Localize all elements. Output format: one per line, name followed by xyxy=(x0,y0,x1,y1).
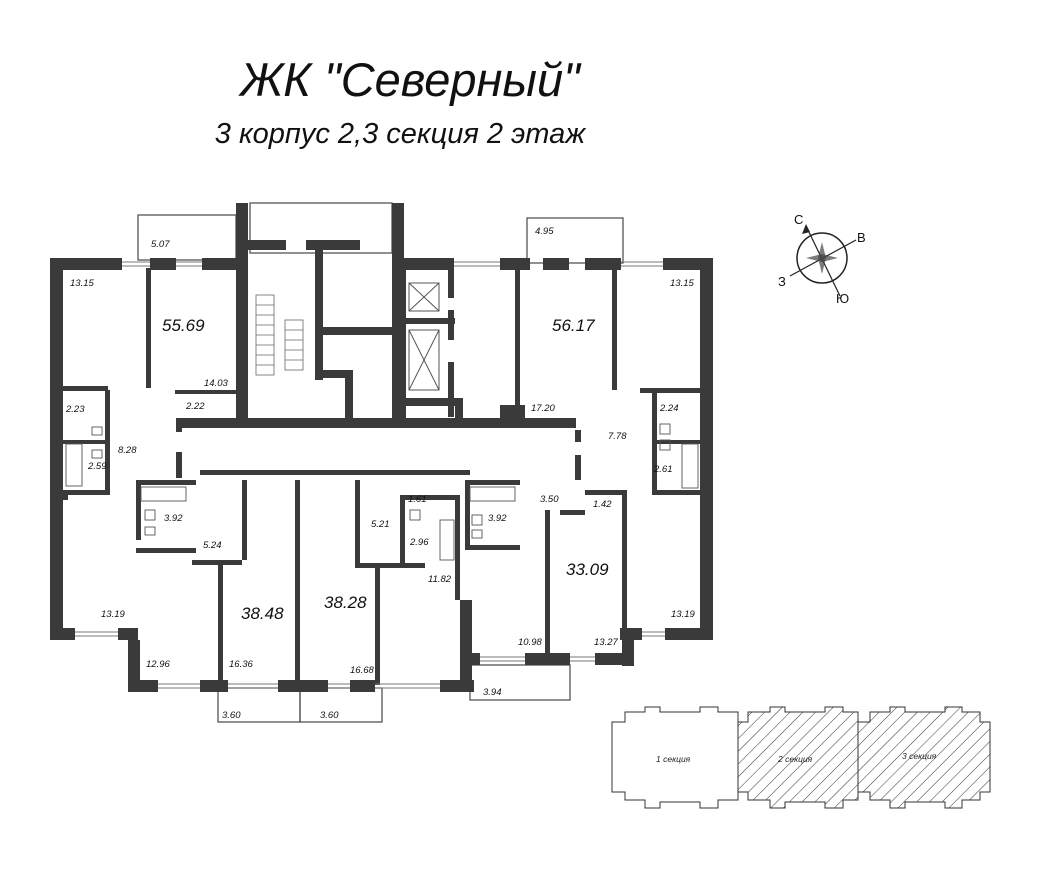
room-area: 3.60 xyxy=(222,710,241,721)
apt-area-56-17: 56.17 xyxy=(552,316,595,335)
room-area: 2.24 xyxy=(659,403,679,414)
complex-title: ЖК "Северный" xyxy=(240,53,580,106)
outer-walls xyxy=(50,203,713,692)
room-area: 1.42 xyxy=(593,499,612,510)
room-area: 10.98 xyxy=(518,637,542,648)
room-area: 13.19 xyxy=(671,609,695,620)
room-area: 13.19 xyxy=(101,609,125,620)
balconies xyxy=(137,202,624,723)
room-area: 3.92 xyxy=(164,513,183,524)
room-area: 2.59 xyxy=(87,461,107,472)
room-area: 13.27 xyxy=(594,637,618,648)
section-3-label: 3 секция xyxy=(902,751,937,761)
section-key-plan: 1 секция 2 секция 3 секция xyxy=(611,706,991,809)
windows xyxy=(75,261,665,689)
room-area: 1.61 xyxy=(408,494,427,505)
room-area: 11.82 xyxy=(428,574,452,585)
apt-area-38-48: 38.48 xyxy=(241,604,284,623)
room-area: 13.15 xyxy=(670,278,694,289)
room-areas: 5.07 13.15 14.03 2.22 2.23 2.59 8.28 4.9… xyxy=(65,226,695,721)
room-area: 16.68 xyxy=(350,665,374,676)
floor-subtitle: 3 корпус 2,3 секция 2 этаж xyxy=(214,118,586,150)
room-area: 17.20 xyxy=(531,403,555,414)
room-area: 3.92 xyxy=(488,513,507,524)
lifts xyxy=(408,282,440,391)
room-area: 16.36 xyxy=(229,659,253,670)
room-area: 7.78 xyxy=(608,431,627,442)
inner-walls xyxy=(63,240,702,690)
compass-east: В xyxy=(857,230,866,245)
room-area: 8.28 xyxy=(118,445,137,456)
room-area: 2.22 xyxy=(185,401,205,412)
compass-north: С xyxy=(794,212,803,227)
compass: С В З Ю xyxy=(778,212,866,306)
room-area: 4.95 xyxy=(535,226,554,237)
compass-south: Ю xyxy=(836,291,849,306)
room-area: 14.03 xyxy=(204,378,228,389)
room-area: 2.96 xyxy=(409,537,429,548)
room-area: 2.61 xyxy=(653,464,673,475)
apt-area-55-69: 55.69 xyxy=(162,316,205,335)
room-area: 2.23 xyxy=(65,404,85,415)
stairs xyxy=(255,294,304,376)
room-area: 13.15 xyxy=(70,278,94,289)
room-area: 3.50 xyxy=(540,494,559,505)
room-area: 5.21 xyxy=(371,519,390,530)
room-area: 3.94 xyxy=(483,687,502,698)
bathroom-fixtures xyxy=(65,423,699,561)
room-area: 5.07 xyxy=(151,239,170,250)
room-area: 12.96 xyxy=(146,659,170,670)
section-1-label: 1 секция xyxy=(656,754,691,764)
section-2-label: 2 секция xyxy=(777,754,813,764)
apt-area-38-28: 38.28 xyxy=(324,593,367,612)
apt-area-33-09: 33.09 xyxy=(566,560,609,579)
compass-west: З xyxy=(778,274,786,289)
room-area: 3.60 xyxy=(320,710,339,721)
room-area: 5.24 xyxy=(203,540,222,551)
